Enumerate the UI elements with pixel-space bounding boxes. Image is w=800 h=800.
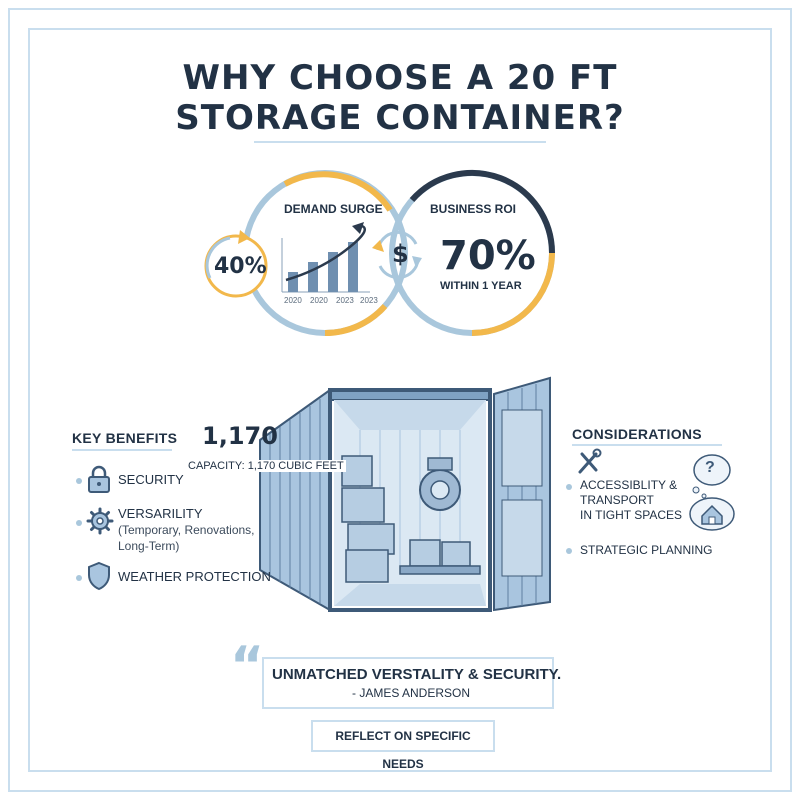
title-line-1: WHY CHOOSE A 20 FT bbox=[182, 58, 618, 98]
consideration-strategic-planning: STRATEGIC PLANNING bbox=[580, 543, 713, 557]
storage-box bbox=[341, 487, 385, 523]
quote-author: - JAMES ANDERSON bbox=[352, 686, 471, 700]
trend-arrow-line bbox=[285, 224, 366, 282]
machine-part-top bbox=[427, 457, 453, 471]
title-divider bbox=[254, 141, 546, 143]
demand-bars bbox=[288, 242, 358, 292]
stats-graphic bbox=[204, 169, 555, 337]
consideration-line: TRANSPORT bbox=[580, 493, 654, 507]
storage-box bbox=[347, 523, 395, 555]
door-panel-upper bbox=[501, 409, 543, 487]
shield-icon bbox=[88, 561, 110, 591]
storage-box bbox=[345, 549, 389, 583]
question-mark: ? bbox=[705, 459, 715, 476]
pallet bbox=[399, 565, 481, 575]
capacity-caption: CAPACITY: 1,170 CUBIC FEET bbox=[186, 460, 346, 472]
inner-frame bbox=[28, 28, 772, 772]
padlock-icon bbox=[88, 465, 110, 493]
quote-mark-icon: “ bbox=[230, 636, 265, 696]
considerations-header: CONSIDERATIONS bbox=[572, 426, 702, 442]
dollar-cycle-arrow-icon-2 bbox=[412, 256, 422, 268]
container-illustration bbox=[259, 376, 551, 612]
door-panel-lower bbox=[501, 499, 543, 577]
storage-box bbox=[441, 541, 471, 567]
benefit-security: SECURITY bbox=[118, 472, 184, 487]
roi-ring-arc-bottom bbox=[471, 252, 555, 336]
demand-percent: 40% bbox=[214, 254, 267, 279]
bullet-dot bbox=[76, 478, 82, 484]
bullet-dot bbox=[566, 548, 572, 554]
benefit-versatility-detail-1: (Temporary, Renovations, bbox=[118, 523, 255, 537]
gear-icon bbox=[86, 507, 114, 535]
consideration-line: IN TIGHT SPACES bbox=[580, 508, 683, 522]
tools-icon bbox=[578, 448, 602, 474]
question-bubble bbox=[693, 454, 731, 486]
container-door-frame bbox=[328, 388, 492, 612]
capacity-number: 1,170 bbox=[202, 422, 278, 450]
machine-part-hub bbox=[430, 480, 450, 500]
demand-bar bbox=[348, 242, 358, 292]
benefit-weather-protection: WEATHER PROTECTION bbox=[118, 569, 271, 584]
dollar-icon: $ bbox=[392, 240, 409, 268]
quote-box bbox=[262, 657, 554, 709]
reflect-needs-button[interactable]: REFLECT ON SPECIFIC NEEDS bbox=[311, 720, 495, 771]
trend-arrow-icon bbox=[352, 222, 364, 234]
year-label: 2023 bbox=[360, 296, 378, 305]
dollar-cycle-arrow-icon bbox=[372, 240, 384, 252]
key-benefits-underline bbox=[72, 449, 172, 451]
percent-badge-arrow-icon bbox=[238, 230, 250, 244]
thought-bubbles bbox=[689, 454, 735, 531]
bullet-dot bbox=[566, 484, 572, 490]
year-label: 2020 bbox=[310, 296, 328, 305]
title-line-2: STORAGE CONTAINER? bbox=[175, 98, 625, 138]
demand-bar bbox=[308, 262, 318, 292]
consideration-accessibility: ACCESSIBLITY & TRANSPORT IN TIGHT SPACES bbox=[580, 478, 682, 523]
quote-text: UNMATCHED VERSTALITY & SECURITY. bbox=[272, 666, 562, 683]
demand-label: DEMAND SURGE bbox=[284, 202, 383, 216]
considerations-underline bbox=[572, 444, 722, 446]
roi-label: BUSINESS ROI bbox=[430, 202, 517, 216]
demand-ring-arc-top bbox=[283, 171, 393, 212]
container-floor bbox=[334, 584, 486, 606]
page-title: WHY CHOOSE A 20 FT STORAGE CONTAINER? bbox=[0, 58, 800, 138]
demand-ring-arc-bottom bbox=[324, 303, 388, 337]
outer-frame bbox=[8, 8, 792, 792]
benefit-versatility-detail-2: Long-Term) bbox=[118, 539, 180, 553]
key-benefits-header: KEY BENEFITS bbox=[72, 430, 178, 446]
demand-bar bbox=[288, 272, 298, 292]
bullet-dot bbox=[76, 520, 82, 526]
roi-ring-arc-top bbox=[409, 169, 555, 254]
benefit-versatility: VERSARILITY bbox=[118, 506, 203, 521]
percent-badge-arc bbox=[205, 236, 231, 279]
year-label: 2023 bbox=[336, 296, 354, 305]
roi-caption: WITHIN 1 YEAR bbox=[440, 280, 522, 292]
container-corrugation bbox=[269, 399, 321, 604]
house-icon bbox=[701, 504, 723, 525]
storage-box bbox=[341, 455, 373, 487]
bullet-dot bbox=[76, 575, 82, 581]
interior-ceiling bbox=[334, 400, 486, 430]
storage-box bbox=[409, 539, 441, 567]
demand-bar bbox=[328, 252, 338, 292]
consideration-line: ACCESSIBLITY & bbox=[580, 478, 678, 492]
year-label: 2020 bbox=[284, 296, 302, 305]
roi-percent: 70% bbox=[440, 233, 536, 279]
